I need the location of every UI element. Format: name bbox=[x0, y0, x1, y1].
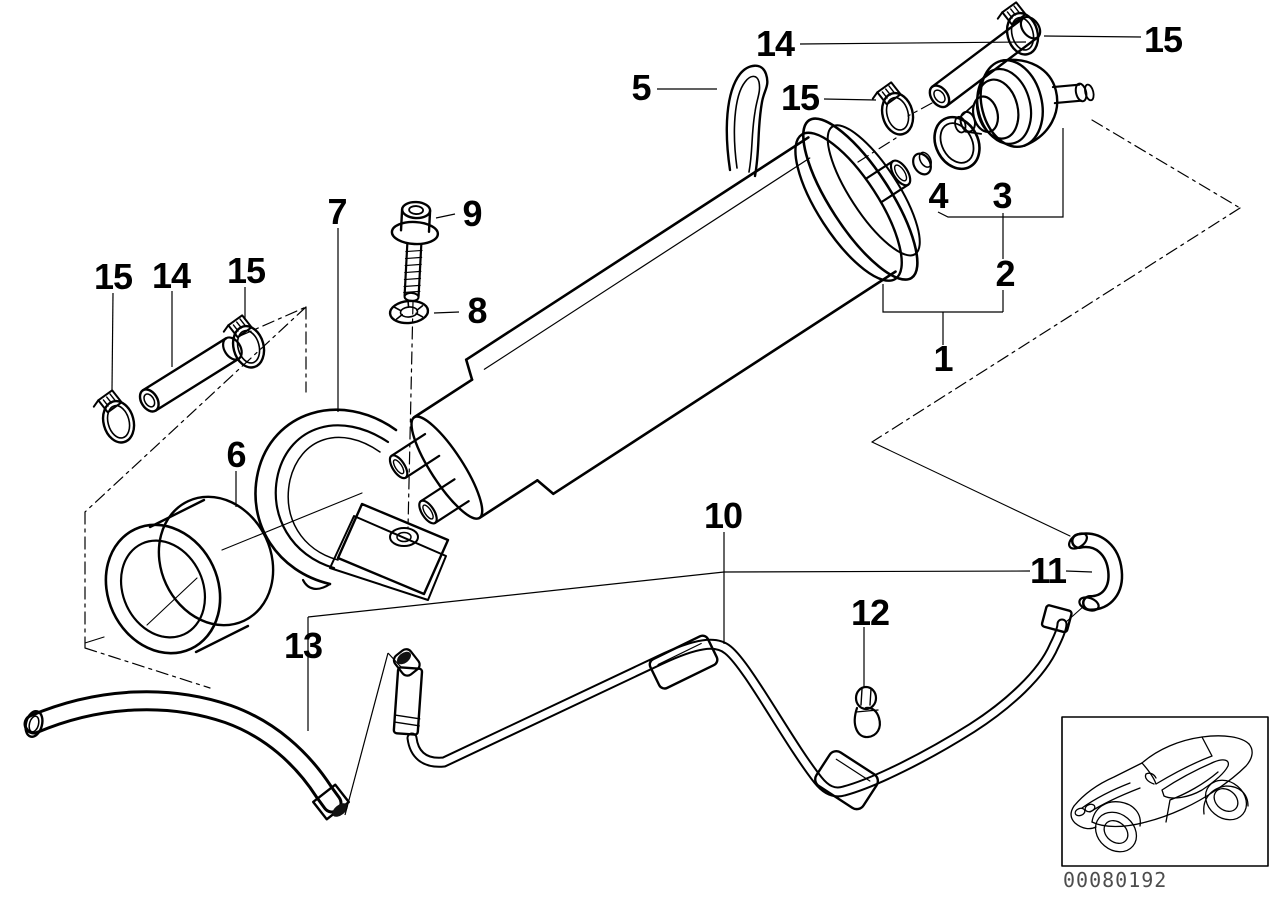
clamp-bracket-drawing bbox=[254, 408, 450, 601]
lock-washer-drawing bbox=[388, 299, 430, 325]
hose-clamp-15-top-right bbox=[993, 0, 1044, 61]
part-callout-7[interactable]: 7 bbox=[327, 191, 347, 232]
rubber-ring-drawing bbox=[104, 495, 275, 655]
leader-line-13 bbox=[344, 652, 389, 816]
hose-clamp-15-mid bbox=[219, 310, 270, 374]
pipe-sleeve-1 bbox=[648, 634, 719, 690]
hose-14-left-drawing bbox=[138, 336, 243, 413]
leader-line-14-top bbox=[799, 41, 1027, 45]
part-callout-9[interactable]: 9 bbox=[462, 193, 482, 234]
leader-line-1 bbox=[882, 284, 1003, 313]
bolt-drawing bbox=[390, 200, 440, 302]
car-outline-icon bbox=[1070, 735, 1253, 853]
part-callout-4[interactable]: 4 bbox=[928, 175, 948, 216]
pressure-regulator-drawing bbox=[954, 58, 1095, 149]
car-inset bbox=[1061, 716, 1269, 867]
hose-11-drawing bbox=[1068, 532, 1124, 612]
fuel-pipe-drawing bbox=[392, 604, 1073, 811]
part-callout-12[interactable]: 12 bbox=[850, 592, 890, 633]
leader-line-15-left bbox=[111, 292, 114, 391]
leader-line-15-regulator bbox=[823, 98, 877, 101]
part-callout-11[interactable]: 11 bbox=[1029, 550, 1067, 591]
part-callout-14-left[interactable]: 14 bbox=[151, 255, 191, 296]
section-plane-lines bbox=[84, 102, 1241, 689]
fuel-hose-13-drawing bbox=[23, 690, 351, 821]
part-callout-5[interactable]: 5 bbox=[631, 67, 651, 108]
leader-line-11 bbox=[1065, 570, 1093, 573]
part-callout-10[interactable]: 10 bbox=[703, 495, 743, 536]
part-callout-13[interactable]: 13 bbox=[283, 625, 323, 666]
pipe-clip-drawing bbox=[853, 685, 881, 739]
leader-line-11 bbox=[307, 570, 1031, 618]
grommet-drawing bbox=[912, 151, 932, 176]
pipe-end-cap bbox=[1040, 604, 1073, 634]
pipe-connector bbox=[392, 666, 424, 736]
part-callout-15-left[interactable]: 15 bbox=[93, 256, 133, 297]
leader-line-9 bbox=[435, 213, 456, 219]
part-callout-8[interactable]: 8 bbox=[467, 290, 487, 331]
filter-outlet-ports bbox=[388, 432, 470, 525]
o-ring-drawing bbox=[933, 115, 981, 171]
hose-clamp-15-regulator bbox=[868, 77, 919, 141]
leader-line-13 bbox=[387, 652, 402, 668]
retaining-clip-drawing bbox=[725, 64, 769, 178]
hose-clamp-15-left bbox=[89, 385, 140, 449]
pipe-sleeve-2 bbox=[814, 750, 880, 811]
part-callout-15-mid[interactable]: 15 bbox=[226, 250, 266, 291]
part-callout-15-regulator[interactable]: 15 bbox=[780, 77, 820, 118]
hose-14-top-drawing bbox=[928, 15, 1042, 109]
diagram-image-code: 00080192 bbox=[1063, 868, 1168, 892]
part-callout-1[interactable]: 1 bbox=[933, 338, 953, 379]
part-callout-3[interactable]: 3 bbox=[992, 175, 1012, 216]
leader-line-8 bbox=[433, 311, 460, 314]
part-callout-2[interactable]: 2 bbox=[995, 253, 1015, 294]
part-callout-15-top-right[interactable]: 15 bbox=[1143, 19, 1183, 60]
part-callout-14-top[interactable]: 14 bbox=[755, 23, 795, 64]
fuel-filter-drawing bbox=[388, 117, 921, 525]
part-callout-6[interactable]: 6 bbox=[226, 434, 246, 475]
leader-line-15-top-right bbox=[1043, 35, 1142, 38]
